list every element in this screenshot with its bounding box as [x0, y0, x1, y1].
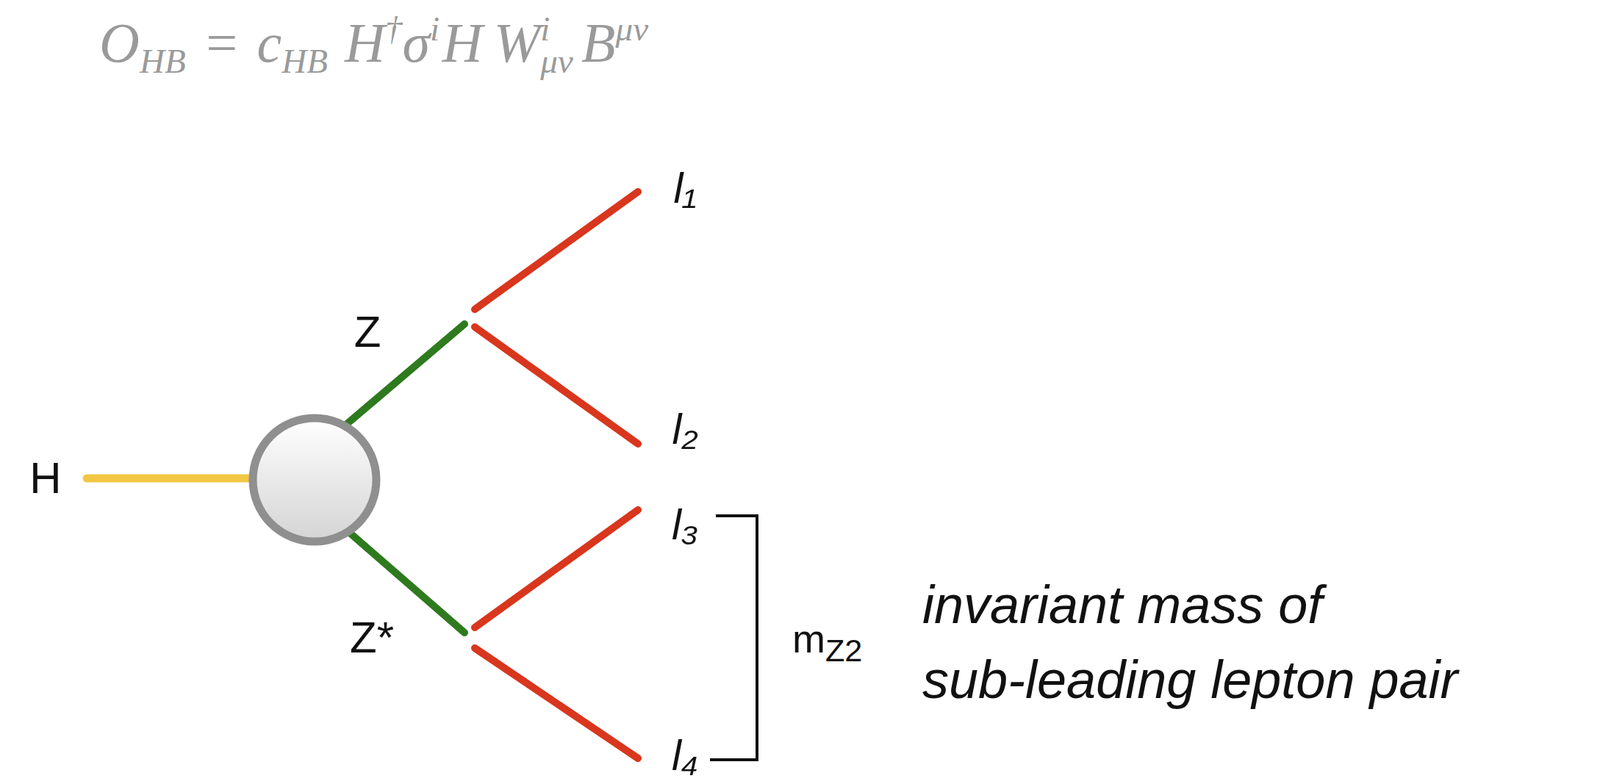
- higgs-line: [86, 474, 254, 483]
- formula-term: HB: [139, 41, 186, 81]
- particle-label: l₁: [673, 166, 697, 210]
- particle-label: l₂: [671, 407, 698, 451]
- formula-term: B: [581, 11, 616, 74]
- mass-term: m: [792, 616, 826, 661]
- formula-term: μν: [615, 9, 649, 48]
- formula: OHB=cHBH†σiHWiμνBμν: [99, 11, 649, 79]
- formula-term: W: [493, 11, 541, 74]
- vertex-blob: [252, 418, 377, 542]
- particle-label: Z*: [349, 615, 394, 660]
- formula-term: HB: [281, 41, 328, 81]
- annotation-text: invariant mass of sub-leading lepton pai…: [922, 567, 1459, 718]
- particle-label: H: [29, 456, 62, 501]
- formula-term: μν: [540, 41, 574, 81]
- formula-term: O: [99, 11, 140, 74]
- particle-label: l₃: [671, 503, 699, 547]
- mass-term: Z2: [825, 632, 863, 669]
- lepton-line: [474, 648, 638, 759]
- mass-symbol: mZ2: [792, 618, 863, 667]
- formula-term: c: [257, 11, 283, 74]
- formula-term: †: [385, 9, 403, 48]
- formula-term: H: [344, 11, 386, 74]
- formula-term: i: [429, 9, 440, 48]
- formula-term: σ: [402, 11, 430, 74]
- particle-label: Z: [354, 310, 382, 355]
- lepton-line: [474, 327, 638, 444]
- formula-term: H: [442, 11, 483, 74]
- particle-label: l₄: [671, 734, 699, 777]
- lepton-line: [474, 191, 638, 310]
- lepton-line: [474, 510, 638, 628]
- formula-term: =: [202, 11, 241, 74]
- mass-bracket: [709, 515, 758, 760]
